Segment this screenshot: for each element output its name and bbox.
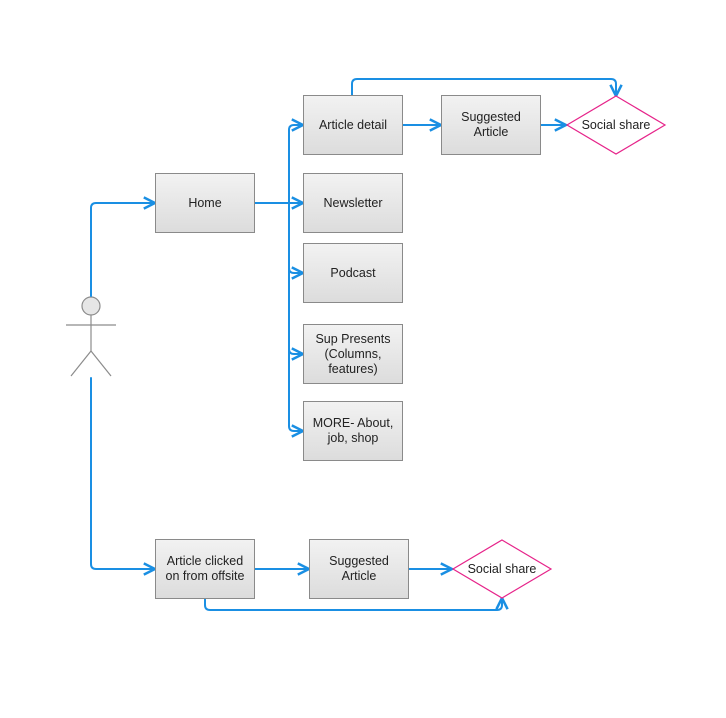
node-article-offsite: Article clicked on from offsite xyxy=(155,539,255,599)
connector-actor-offsite xyxy=(90,377,155,569)
node-suggested-article-top: Suggested Article xyxy=(441,95,541,155)
connector-offsite-social-bottom xyxy=(204,598,502,611)
connector-actor-home xyxy=(90,203,155,297)
social-share-bottom-diamond xyxy=(451,539,553,599)
node-sup-presents: Sup Presents (Columns, features) xyxy=(303,324,403,384)
connector-home-article-detail xyxy=(288,125,303,204)
connector-article-social-top xyxy=(351,78,616,96)
social-share-top-diamond xyxy=(565,95,667,155)
connector-home-more xyxy=(288,348,303,431)
node-podcast: Podcast xyxy=(303,243,403,303)
user-actor-icon xyxy=(66,296,116,377)
node-newsletter: Newsletter xyxy=(303,173,403,233)
node-more: MORE- About, job, shop xyxy=(303,401,403,461)
node-home: Home xyxy=(155,173,255,233)
social-share-top-label: Social share xyxy=(581,118,651,132)
node-article-detail: Article detail xyxy=(303,95,403,155)
node-suggested-article-bottom: Suggested Article xyxy=(309,539,409,599)
social-share-bottom-label: Social share xyxy=(467,562,537,576)
connector-home-sup-presents xyxy=(288,267,303,354)
connector-home-podcast xyxy=(288,202,303,273)
